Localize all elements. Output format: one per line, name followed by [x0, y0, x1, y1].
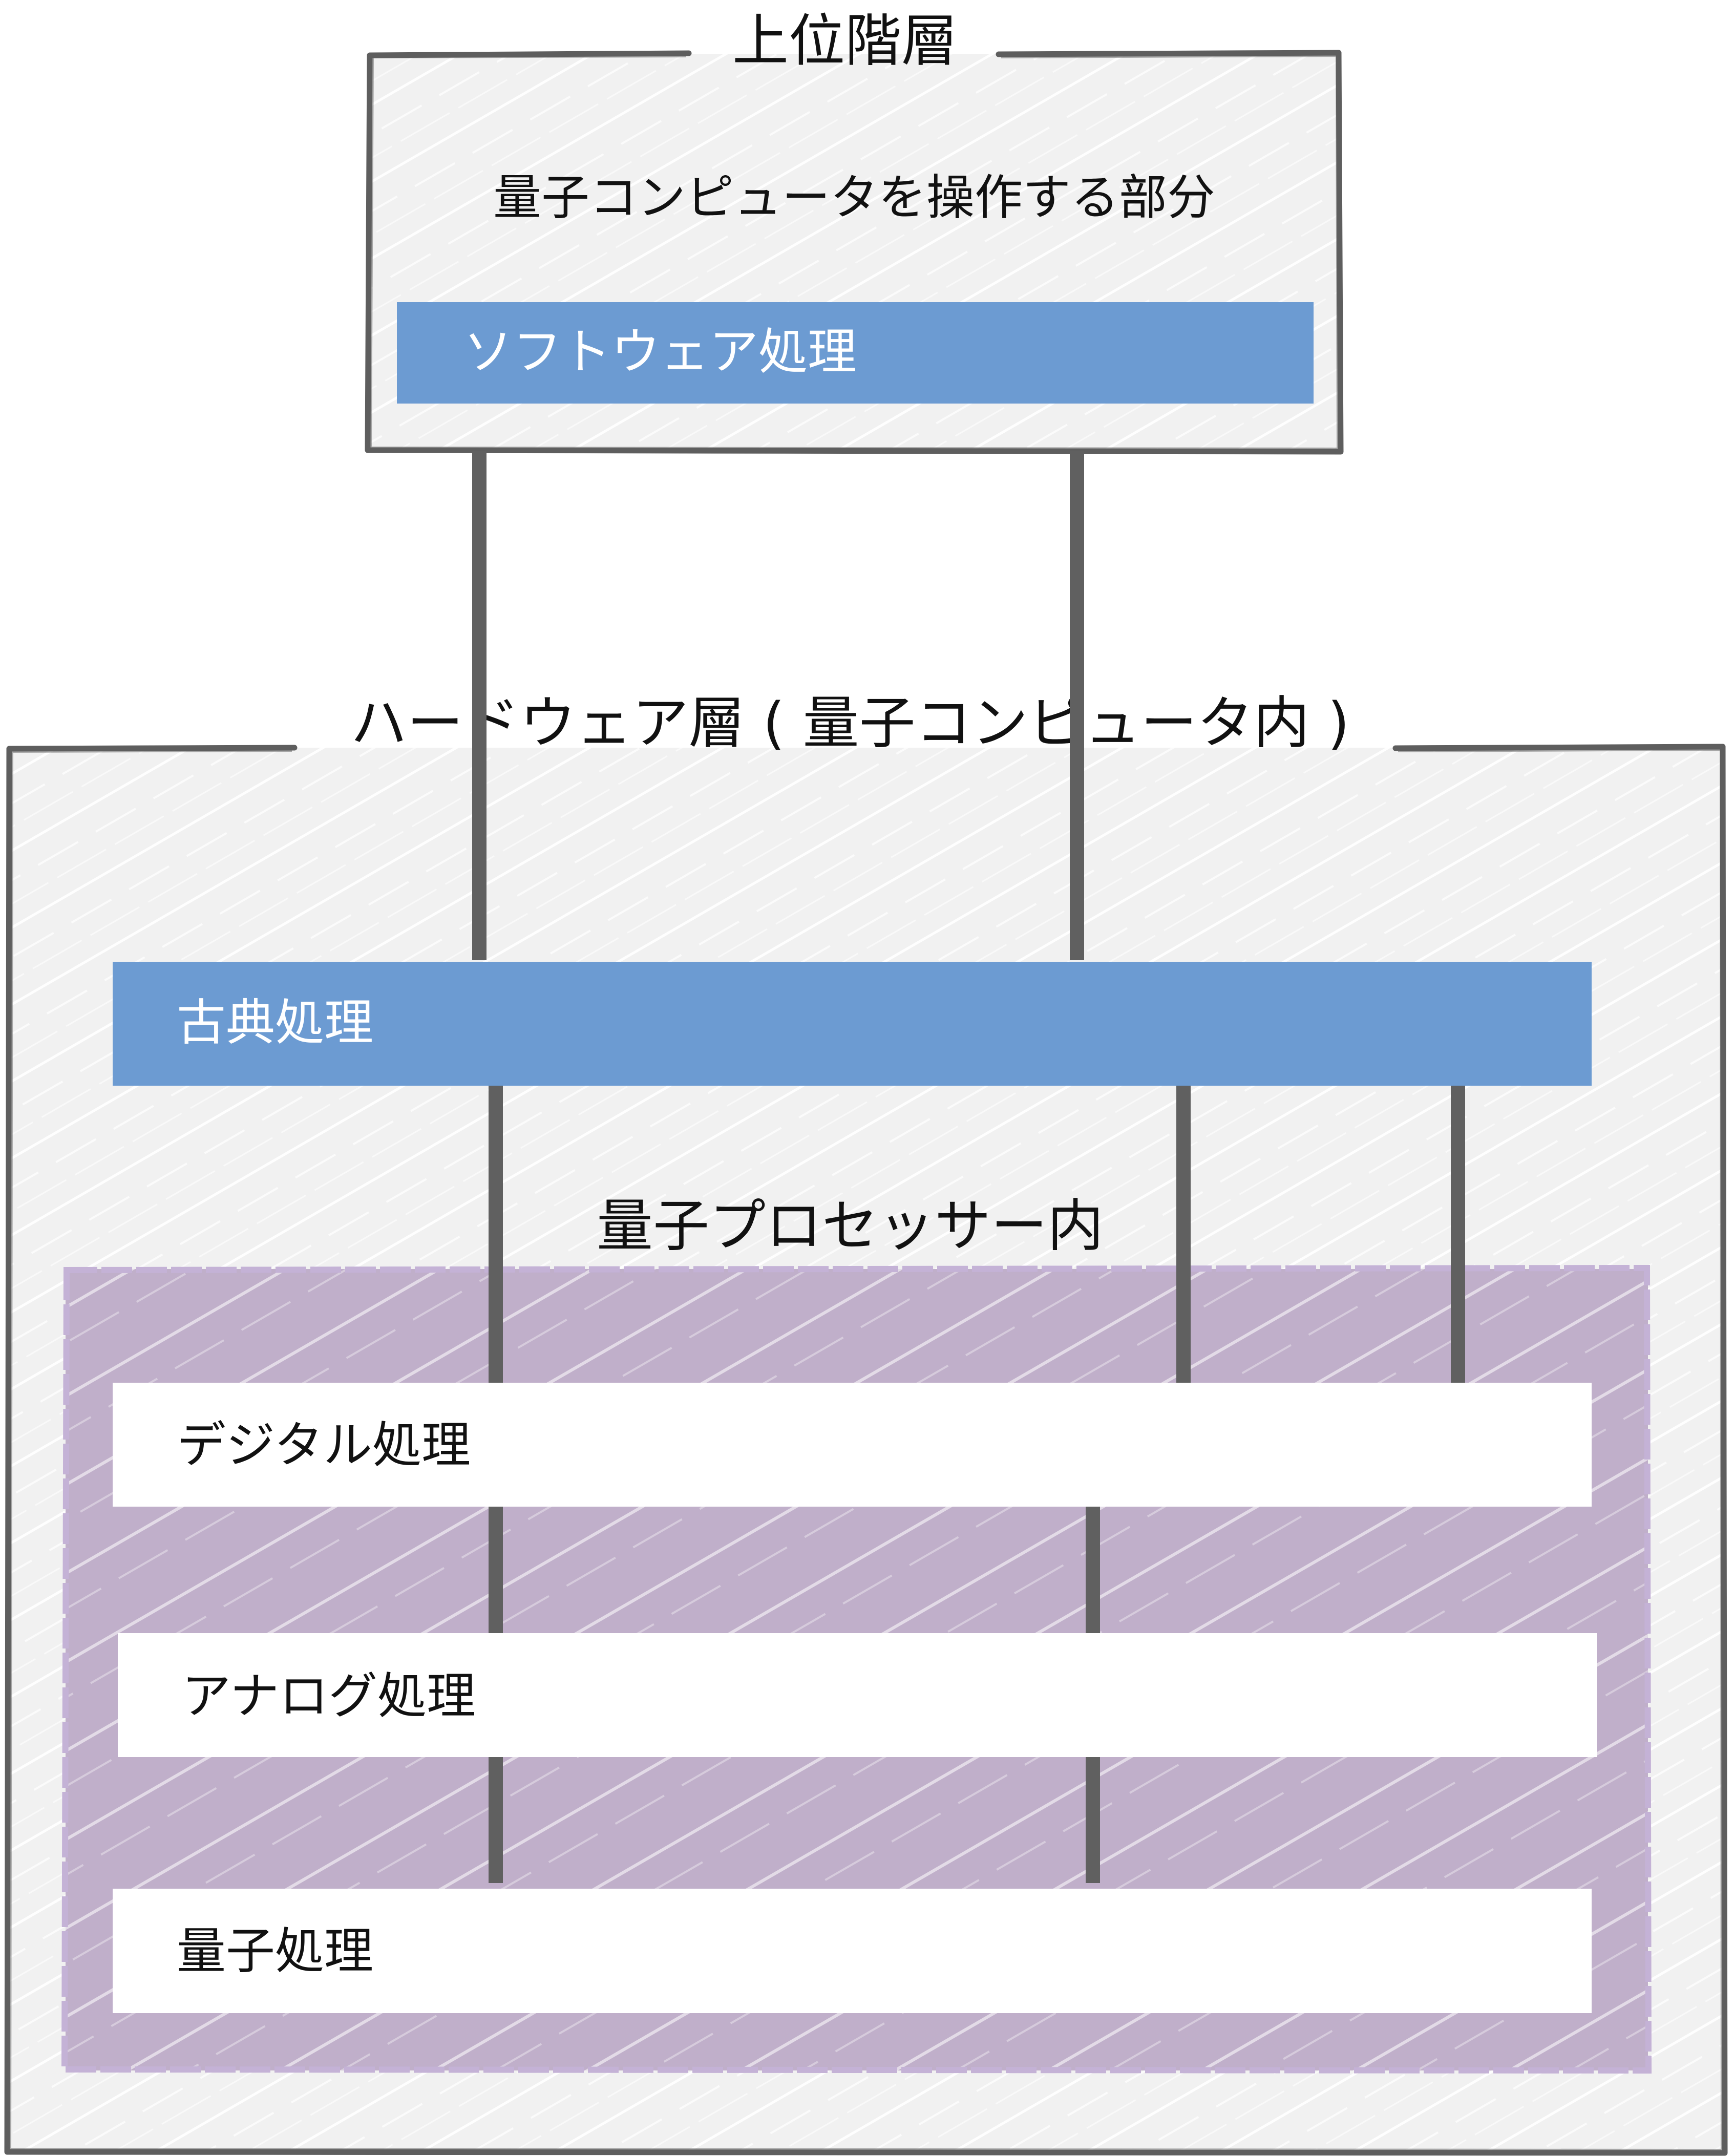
- quantum-processing-bar: [113, 1889, 1592, 2013]
- classical-processing-bar: [113, 962, 1592, 1086]
- analog-processing-bar: [118, 1633, 1597, 1757]
- upper-layer-title: 上位階層: [732, 8, 958, 74]
- connector-software-to-classical-left: [472, 451, 487, 960]
- analog-processing-label: アナログ処理: [182, 1667, 476, 1725]
- connector-software-to-classical-right: [1070, 451, 1084, 960]
- quantum-processor-title: 量子プロセッサー内: [597, 1193, 1104, 1259]
- digital-processing-label: デジタル処理: [177, 1417, 471, 1474]
- connector-analog-to-quantum-right: [1086, 1757, 1100, 1883]
- digital-processing-bar: [113, 1383, 1592, 1507]
- connector-analog-to-quantum-left: [489, 1757, 503, 1883]
- software-processing-bar: [397, 302, 1314, 404]
- quantum-processing-label: 量子処理: [177, 1922, 373, 1980]
- software-processing-label: ソフトウェア処理: [463, 323, 857, 381]
- connector-classical-to-digital-1: [489, 1086, 503, 1383]
- connector-classical-to-digital-3: [1451, 1086, 1465, 1383]
- connector-digital-to-analog-right: [1086, 1507, 1100, 1633]
- classical-processing-label: 古典処理: [177, 994, 373, 1051]
- hardware-layer-title: ハードウェア層 ( 量子コンピュータ内 ): [351, 690, 1350, 756]
- connector-digital-to-analog-left: [489, 1507, 503, 1633]
- upper-layer-description: 量子コンピュータを操作する部分: [493, 170, 1215, 226]
- connector-classical-to-digital-2: [1176, 1086, 1191, 1383]
